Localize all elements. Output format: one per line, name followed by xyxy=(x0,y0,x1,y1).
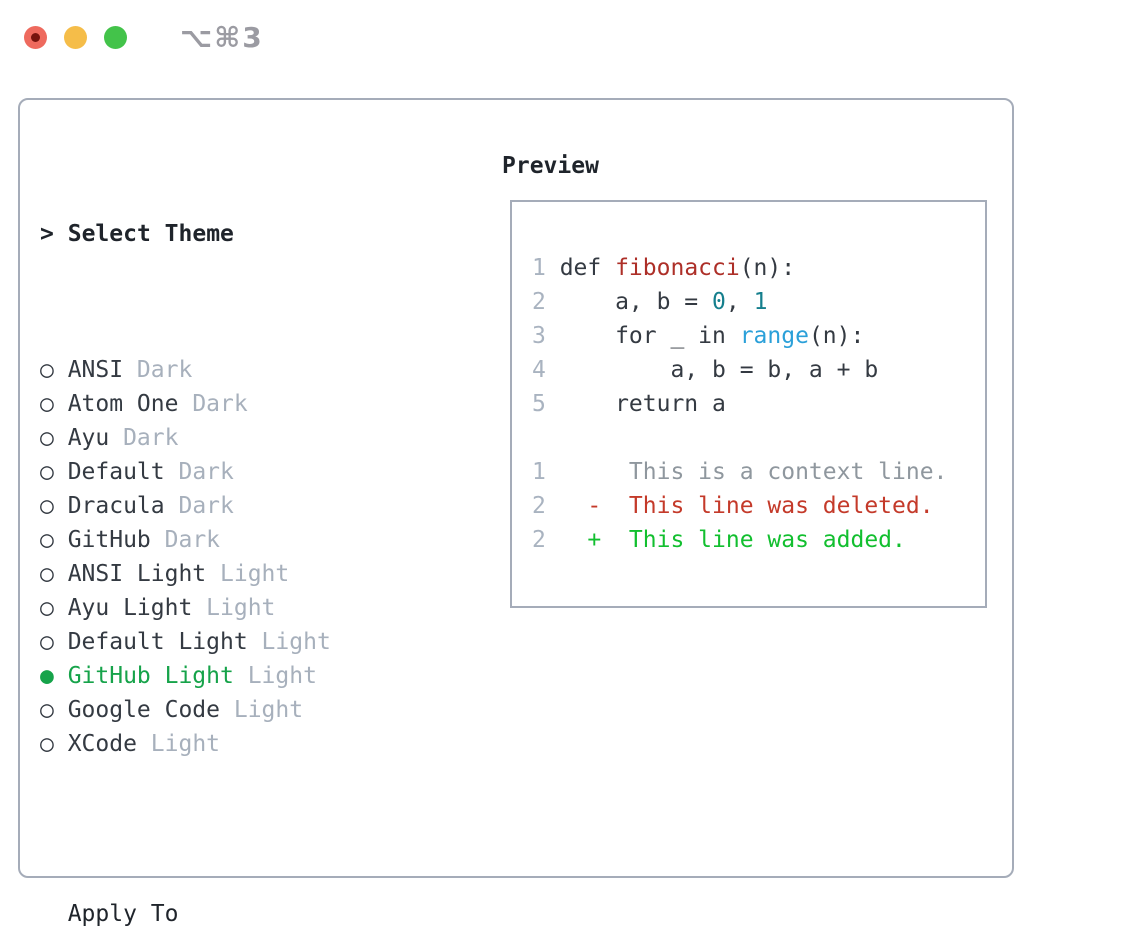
line-number: 2 xyxy=(532,493,546,519)
code-line: 2 + This line was added. xyxy=(532,523,985,557)
theme-option-label: Ayu xyxy=(67,425,110,451)
radio-unselected-icon: ○ xyxy=(40,357,54,383)
theme-option-ansi[interactable]: ○ ANSI Dark xyxy=(40,353,428,387)
code-segment-del: - This line was deleted. xyxy=(559,493,934,519)
theme-variant-label: Light xyxy=(220,697,304,723)
radio-selected-icon: ● xyxy=(40,663,54,689)
line-number: 2 xyxy=(532,527,546,553)
radio-unselected-icon: ○ xyxy=(40,527,54,553)
code-line xyxy=(532,421,985,455)
theme-variant-label: Dark xyxy=(150,527,221,553)
theme-option-label: Dracula xyxy=(67,493,165,519)
line-number: 5 xyxy=(532,391,546,417)
theme-list: ○ ANSI Dark ○ Atom One Dark ○ Ayu Dark ○ Defaul… xyxy=(40,353,428,761)
radio-unselected-icon: ○ xyxy=(40,459,54,485)
select-theme-header-label: Select Theme xyxy=(67,221,234,247)
line-number: 3 xyxy=(532,323,546,349)
theme-option-label: ANSI xyxy=(67,357,124,383)
code-segment-num: 0 xyxy=(712,289,726,315)
theme-variant-label: Dark xyxy=(178,391,248,417)
theme-variant-label: Light xyxy=(136,731,221,757)
left-column: > Select Theme ○ANSI Dark○Atom One Dark○… xyxy=(40,149,428,934)
theme-option-ansi-light[interactable]: ○ ANSI Light Light xyxy=(40,557,428,591)
theme-picker-panel: > Select Theme ○ANSI Dark○Atom One Dark○… xyxy=(18,98,1014,927)
code-line: 2 - This line was deleted. xyxy=(532,489,985,523)
cursor-prefix: > xyxy=(40,221,54,247)
apply-to-header: Apply To xyxy=(40,897,428,931)
theme-option-github[interactable]: ○ GitHub Dark xyxy=(40,523,428,557)
code-segment-fg: for _ in xyxy=(559,323,740,349)
code-segment-fg: (n): xyxy=(739,255,796,281)
theme-option-label: Google Code xyxy=(67,697,221,723)
code-segment-fg: , xyxy=(725,289,754,315)
theme-option-label: GitHub xyxy=(67,527,151,553)
theme-option-label: ANSI Light xyxy=(67,561,207,587)
code-segment-fg: a, b = xyxy=(559,289,713,315)
radio-unselected-icon: ○ xyxy=(40,493,54,519)
code-segment-ctx: This is a context line. xyxy=(559,459,948,485)
code-segment-fg: return a xyxy=(559,391,726,417)
theme-option-xcode[interactable]: ○ XCode Light xyxy=(40,727,428,761)
theme-option-atom-one[interactable]: ○ Atom One Dark xyxy=(40,387,428,421)
line-number: 2 xyxy=(532,289,546,315)
code-line: 4 a, b = b, a + b xyxy=(532,353,985,387)
theme-variant-label: Light xyxy=(192,595,276,621)
code-segment-builtin: range xyxy=(739,323,809,349)
radio-unselected-icon: ○ xyxy=(40,425,54,451)
theme-option-google-code[interactable]: ○ Google Code Light xyxy=(40,693,428,727)
maximize-button[interactable] xyxy=(104,25,127,49)
radio-unselected-icon: ○ xyxy=(40,595,54,621)
theme-option-label: Default xyxy=(67,459,165,485)
code-segment-fg: (n): xyxy=(808,323,865,349)
line-number: 1 xyxy=(532,255,546,281)
preview-header: Preview xyxy=(502,153,599,179)
theme-variant-label: Dark xyxy=(164,493,234,519)
radio-unselected-icon: ○ xyxy=(40,697,54,723)
close-button[interactable] xyxy=(24,25,47,49)
code-segment-func: fibonacci xyxy=(615,255,740,281)
theme-option-label: Default Light xyxy=(67,629,248,655)
theme-variant-label: Light xyxy=(206,561,290,587)
code-segment-num: 1 xyxy=(753,289,768,315)
code-line: 3 for _ in range(n): xyxy=(532,319,985,353)
code-segment-fg: a, b = b, a + b xyxy=(559,357,879,383)
line-number: 4 xyxy=(532,357,546,383)
theme-variant-label: Light xyxy=(247,629,331,655)
theme-option-label: XCode xyxy=(67,731,137,757)
theme-option-ayu-light[interactable]: ○ Ayu Light Light xyxy=(40,591,428,625)
theme-variant-label: Dark xyxy=(164,459,234,485)
theme-option-github-light[interactable]: ● GitHub Light Light xyxy=(40,659,428,693)
theme-option-label: GitHub Light xyxy=(67,663,234,689)
radio-unselected-icon: ○ xyxy=(40,391,54,417)
theme-option-label: Ayu Light xyxy=(67,595,193,621)
code-line: 1 def fibonacci(n): xyxy=(532,251,985,285)
code-segment-fg: def xyxy=(559,255,616,281)
theme-option-default-light[interactable]: ○ Default Light Light xyxy=(40,625,428,659)
select-theme-header: > Select Theme xyxy=(40,217,428,251)
theme-option-dracula[interactable]: ○ Dracula Dark xyxy=(40,489,428,523)
theme-variant-label: Light xyxy=(233,663,317,689)
apply-to-header-label: Apply To xyxy=(67,901,179,927)
theme-option-label: Atom One xyxy=(67,391,179,417)
minimize-button[interactable] xyxy=(64,25,87,49)
code-line: 5 return a xyxy=(532,387,985,421)
titlebar: ⌥⌘3 xyxy=(0,0,1140,74)
radio-unselected-icon: ○ xyxy=(40,561,54,587)
line-number: 1 xyxy=(532,459,546,485)
radio-unselected-icon: ○ xyxy=(40,731,54,757)
theme-option-default[interactable]: ○ Default Dark xyxy=(40,455,428,489)
code-line: 2 a, b = 0, 1 xyxy=(532,285,985,319)
theme-variant-label: Dark xyxy=(109,425,179,451)
theme-option-ayu[interactable]: ○ Ayu Dark xyxy=(40,421,428,455)
code-line: 1 This is a context line. xyxy=(532,455,985,489)
code-segment-add: + This line was added. xyxy=(559,527,906,553)
theme-variant-label: Dark xyxy=(123,357,193,383)
radio-unselected-icon: ○ xyxy=(40,629,54,655)
window-title-shortcut: ⌥⌘3 xyxy=(180,20,264,54)
